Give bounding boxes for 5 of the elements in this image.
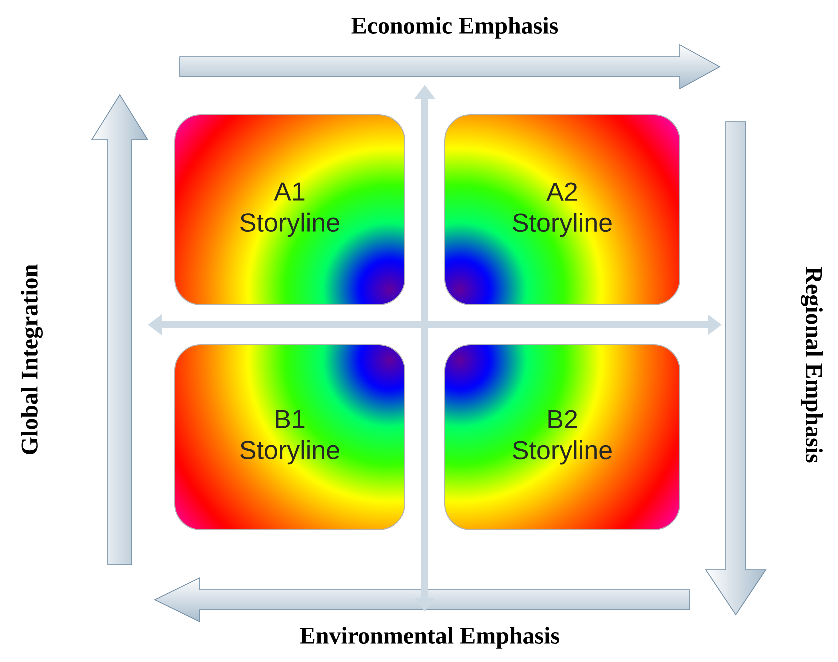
axis-label: Regional Emphasis (801, 267, 823, 463)
axis-label: Economic Emphasis (352, 17, 558, 39)
axis-label: Global Integration (21, 264, 43, 454)
axis-label: Environmental Emphasis (300, 627, 560, 649)
storyline-box: A2 Storyline (444, 114, 680, 306)
